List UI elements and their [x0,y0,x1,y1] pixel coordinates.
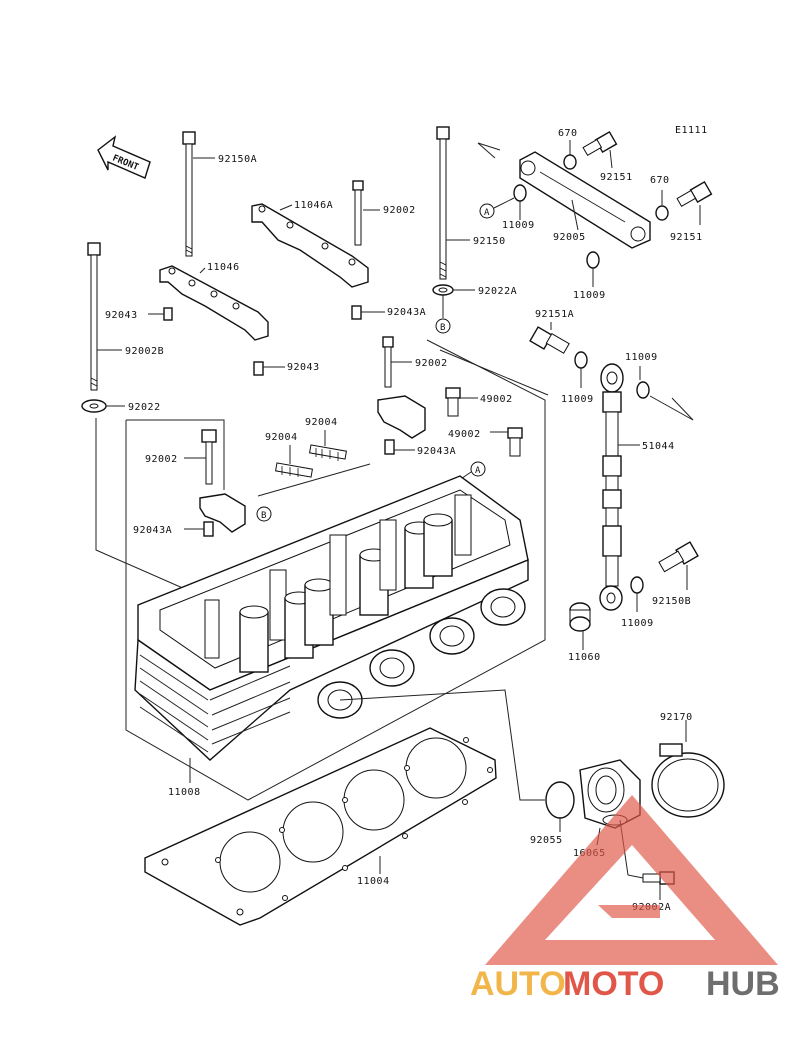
automotohub-logo [485,795,778,965]
label-49002-a: 49002 [480,394,513,405]
label-92043A-mid: 92043A [417,446,456,457]
head-gasket-11004 [144,727,497,926]
svg-text:HUB: HUB [706,965,780,1003]
dowel-pin-92043A-mid [384,439,395,455]
label-92002B: 92002B [125,346,164,357]
label-92150: 92150 [473,236,506,247]
label-92043-mid: 92043 [287,362,320,373]
gasket-11009-c [574,351,588,369]
label-11009-b: 11009 [573,290,606,301]
label-92004-b: 92004 [265,432,298,443]
stud-92004-a [308,444,348,461]
svg-text:B: B [440,323,446,333]
callout-b-top [435,318,451,334]
dowel-pin-92043A-left [203,521,214,537]
gasket-11009-e [630,576,644,594]
gasket-11009-a [513,184,527,202]
label-92022A: 92022A [478,286,517,297]
svg-text:AUTO: AUTO [470,965,566,1003]
label-92151-b: 92151 [670,232,703,243]
label-92151-a: 92151 [600,172,633,183]
banjo-bolt-92151-b [676,180,713,208]
label-92022: 92022 [128,402,161,413]
label-51044: 51044 [642,441,675,452]
o-ring-670-b [655,205,669,221]
label-92043A-left: 92043A [133,525,172,536]
camshaft-cap-11046 [159,265,269,341]
plug-49002-b [507,427,523,457]
label-92043-left: 92043 [105,310,138,321]
label-92151A: 92151A [535,309,574,320]
label-670-a: 670 [558,128,578,139]
bearing-cap-left [199,493,246,533]
label-670-b: 670 [650,175,670,186]
oil-pipe-51044 [599,363,624,611]
clamp-92170 [651,743,725,818]
svg-text:MOTO: MOTO [563,965,664,1003]
camshaft-cap-11046A [251,203,369,288]
oil-pipe-92005 [519,151,651,249]
label-92004-a: 92004 [305,417,338,428]
gasket-11009-d [636,381,650,399]
label-11008: 11008 [168,787,201,798]
label-92002-mid: 92002 [415,358,448,369]
label-11046A: 11046A [294,200,333,211]
dowel-pin-92043-left [163,307,173,321]
label-49002-b: 49002 [448,429,481,440]
watermark-wordmark: AUTO MOTO HUB [470,965,780,1003]
front-arrow-icon: FRONT [97,135,151,179]
callout-b-head [256,506,272,522]
label-11009-e: 11009 [621,618,654,629]
svg-text:B: B [261,511,267,521]
label-92002-left: 92002 [145,454,178,465]
callout-a-head [470,461,486,477]
stud-bolt-92150 [436,126,450,280]
label-92170: 92170 [660,712,693,723]
bolt-92002-mid [382,336,394,388]
bearing-cap-mid [377,395,426,439]
stud-92004-b [274,462,314,478]
bolt-92002-left [201,429,217,485]
banjo-bolt-92150B [658,541,699,573]
stud-bolt-92150A [182,131,196,257]
label-92043A-top: 92043A [387,307,426,318]
banjo-bolt-92151A [529,326,570,354]
o-ring-92055 [545,781,575,819]
assembly-frame-lines [95,339,549,801]
plug-49002-a [445,387,461,417]
svg-text:A: A [475,466,481,476]
stud-bolt-92002B [87,242,101,391]
label-92150A: 92150A [218,154,257,165]
cylinder-head-11008 [134,475,529,761]
label-92150B: 92150B [652,596,691,607]
bolt-92002-top [352,180,364,246]
label-92055: 92055 [530,835,563,846]
o-ring-670-a [563,154,577,170]
banjo-bolt-92151-a [582,130,618,157]
collar-11060 [569,602,591,632]
label-11009-a: 11009 [502,220,535,231]
dowel-pin-92043A-top [351,305,362,320]
svg-text:A: A [484,208,490,218]
callout-a-top [479,203,495,219]
diagram-code: E1111 [675,125,708,136]
dowel-pin-92043-mid [253,361,264,376]
label-92005: 92005 [553,232,586,243]
label-11004: 11004 [357,876,390,887]
label-11060: 11060 [568,652,601,663]
gasket-11009-b [586,251,600,269]
label-11009-c: 11009 [561,394,594,405]
label-11009-d: 11009 [625,352,658,363]
label-11046: 11046 [207,262,240,273]
label-92002-top: 92002 [383,205,416,216]
